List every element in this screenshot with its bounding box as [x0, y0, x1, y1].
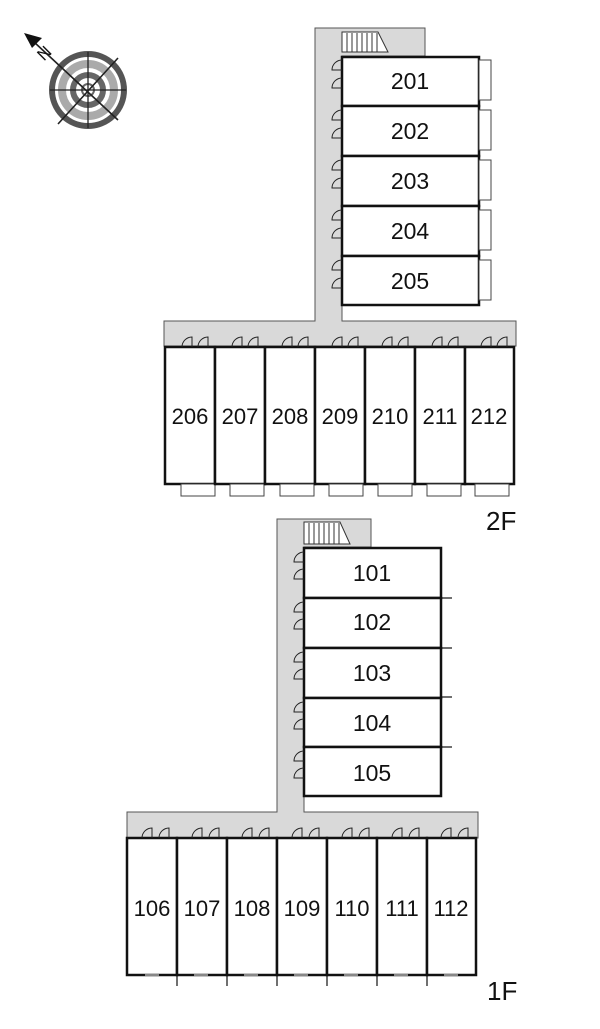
- unit-203: 203: [331, 154, 492, 208]
- floor-2f: 201 202 203 204 205: [163, 27, 517, 536]
- unit-label: 209: [322, 404, 359, 429]
- unit-label: 206: [172, 404, 209, 429]
- unit-label: 202: [391, 118, 429, 144]
- unit-206: 206: [163, 336, 217, 497]
- unit-204: 204: [331, 204, 492, 258]
- floor-label-1f: 1F: [487, 976, 517, 1006]
- unit-210: 210: [363, 336, 417, 497]
- stairs-1f: [303, 521, 351, 545]
- unit-label: 103: [353, 660, 391, 686]
- unit-label: 105: [353, 760, 391, 786]
- unit-label: 112: [433, 896, 468, 921]
- unit-label: 104: [353, 710, 392, 736]
- unit-label: 101: [353, 560, 391, 586]
- corridor-2f: [163, 27, 517, 347]
- unit-label: 109: [284, 896, 321, 921]
- stairs-2f: [341, 31, 389, 53]
- unit-201: 201: [331, 55, 492, 108]
- unit-207: 207: [213, 336, 267, 497]
- unit-108: 108: [225, 827, 279, 986]
- floor-label-2f: 2F: [486, 506, 516, 536]
- unit-105: 105: [293, 745, 452, 798]
- unit-label: 110: [334, 896, 369, 921]
- unit-label: 111: [385, 896, 418, 921]
- unit-111: 111: [375, 827, 429, 986]
- unit-label: 102: [353, 609, 391, 635]
- unit-label: 207: [222, 404, 259, 429]
- unit-label: 205: [391, 268, 429, 294]
- unit-202: 202: [331, 104, 492, 158]
- unit-205: 205: [331, 254, 492, 307]
- unit-label: 108: [234, 896, 271, 921]
- unit-label: 210: [372, 404, 409, 429]
- floor-1f: 101 102 103 104 105: [125, 518, 517, 1006]
- unit-212: 212: [463, 336, 516, 497]
- unit-107: 107: [175, 827, 229, 986]
- compass-icon: N: [24, 33, 127, 129]
- unit-102: 102: [293, 596, 452, 650]
- unit-label: 107: [184, 896, 221, 921]
- unit-label: 212: [471, 404, 508, 429]
- unit-101: 101: [293, 546, 443, 600]
- unit-109: 109: [275, 827, 329, 986]
- unit-110: 110: [325, 827, 379, 986]
- unit-label: 204: [391, 218, 430, 244]
- unit-208: 208: [263, 336, 317, 497]
- unit-112: 112: [425, 827, 478, 986]
- unit-106: 106: [125, 827, 179, 977]
- unit-103: 103: [293, 646, 452, 700]
- unit-104: 104: [293, 696, 452, 749]
- unit-label: 201: [391, 68, 429, 94]
- unit-label: 106: [134, 896, 171, 921]
- unit-label: 208: [272, 404, 309, 429]
- unit-211: 211: [413, 336, 467, 497]
- unit-209: 209: [313, 336, 367, 497]
- unit-label: 211: [422, 404, 457, 429]
- north-letter: N: [33, 42, 55, 64]
- unit-label: 203: [391, 168, 429, 194]
